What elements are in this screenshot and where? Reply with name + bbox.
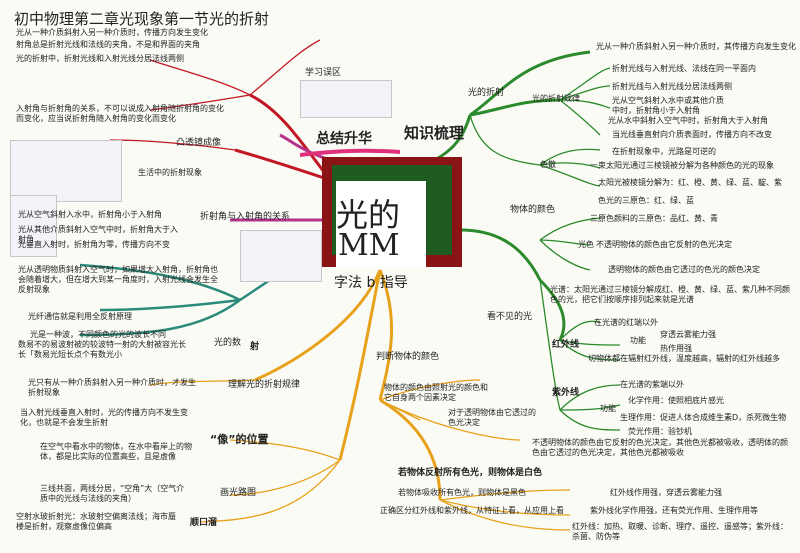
infrared-func-3: 切物体都在辐射红外线，温度越高，辐射的红外线越多 [588, 354, 780, 363]
left-note-22: 顺口溜 [190, 518, 218, 528]
infrared-label: 红外线 [552, 340, 580, 350]
branch-convex[interactable]: 凸透镜成像 [176, 138, 222, 148]
color-rule: 光色 [578, 240, 594, 249]
left-note-3: 光的折射中，折射光线和入射光线分居法线两侧 [16, 54, 184, 63]
central-node-inner [332, 165, 452, 267]
left-note-4: 入射角与折射角的关系，不可以说成入射角随折射角的变化而变化，应当说折射角随入射角… [16, 104, 224, 123]
color-transparent: 透明物体的颜色由它透过的色光的颜色决定 [608, 265, 760, 274]
color-spectrum: 光谱：太阳光通过三棱镜分解成红、橙、黄、绿、蓝、紫几种不同颜色的光，把它们按顺序… [550, 285, 790, 304]
left-note-10: 光是一种波，不同颜色的光的波长不同 [30, 330, 166, 339]
link-top-left [249, 93, 332, 181]
central-subtitle: 字法 b 指导 [334, 275, 408, 291]
color-dispersion-2: 太阳光被棱镜分解为：红、橙、黄、绿、蓝、靛、紫 [598, 178, 782, 187]
infrared-func: 功能 [630, 336, 646, 345]
central-title: 光的 [336, 196, 401, 234]
refraction-rule-5: 当光线垂直射向介质表面时，传播方向不改变 [612, 130, 772, 139]
central-node-panel [336, 181, 426, 267]
branch-refraction[interactable]: 光的折射 [468, 88, 505, 98]
branch-life[interactable]: 生活中的折射现象 [138, 168, 202, 177]
refraction-reversible: 在折射现象中，光路是可逆的 [612, 147, 716, 156]
left-note-12: 光的数 [214, 338, 242, 348]
judge-correct: 正确区分红外线和紫外线，从特征上看，从应用上看 [380, 506, 564, 515]
left-note-9: 光纤通信就是利用全反射原理 [28, 312, 132, 321]
branch-judge[interactable]: 判断物体的颜色 [376, 352, 440, 362]
left-note-7: 光垂直入射时，折射角为零，传播方向不变 [18, 240, 170, 249]
left-note-23: 折射角与入射角的关系 [200, 212, 291, 222]
refraction-diagram [10, 195, 57, 257]
left-note-16: 当入射光线垂直入射时，光的传播方向不发生变化，也就是不会发生折射 [20, 408, 188, 427]
branch-study-misc[interactable]: 学习误区 [305, 68, 342, 78]
left-note-21: 空射水玻折射光：水玻射空偏离法线；海市蜃楼是折射，观察虚像位偏高 [16, 512, 176, 531]
refraction-rule-4: 光从水中斜射入空气中时，折射角大于入射角 [608, 116, 768, 125]
judge-black: 若物体吸收所有色光，则物体是黑色 [398, 488, 526, 497]
infrared-outside: 在光谱的红端以外 [594, 318, 658, 327]
refraction-rule-2: 折射光线与入射光线分居法线两侧 [612, 82, 732, 91]
color-dispersion-1: 一束太阳光通过三棱镜被分解为各种颜色的光的现象 [590, 161, 774, 170]
misc-diagram [300, 80, 392, 118]
color-opaque: 不透明物体的颜色由它反射的色光决定 [596, 240, 732, 249]
uv-func-2: 生理作用：促进人体合成维生素D，杀死微生物 [620, 413, 787, 422]
branch-invisible[interactable]: 看不见的光 [487, 312, 533, 322]
lens-diagram [240, 230, 322, 282]
left-note-15: 光只有从一种介质斜射入另一种介质时，才发生折射现象 [28, 378, 196, 397]
refraction-definition: 光从一种介质斜射入另一种介质时，其传播方向发生变化 [596, 42, 796, 51]
left-note-19: 三线共面，两线分居，“空角”大（空气介质中的光线与法线的夹角） [40, 484, 185, 503]
left-note-14: 理解光的折射规律 [228, 380, 301, 390]
uv-outside: 在光谱的紫端以外 [620, 380, 684, 389]
uv-func-1: 化学作用：使照相底片感光 [628, 396, 724, 405]
color-dispersion: 色散 [540, 160, 556, 169]
left-note-11: 数易不的易波射被的较波特一射的大射被容光长长「数易光短长点个有数光小 [18, 340, 186, 359]
left-note-18: 在空气中看水中的物体，在水中看岸上的物体，都是比实际的位置高些，且是虚像 [40, 442, 192, 461]
judge-trans: 对于透明物体由它透过的色光决定 [448, 408, 536, 427]
left-note-2: 射角总是折射光线和法线的夹角，不是和界面的夹角 [16, 40, 200, 49]
color-primary-light: 色光的三原色：红、绿、蓝 [598, 196, 694, 205]
judge-ir-use: 红外线作用强，穿透云雾能力强 [610, 488, 722, 497]
left-note-5: 光从空气斜射入水中，折射角小于入射角 [18, 210, 162, 219]
page-title: 初中物理第二章光现象第一节光的折射 [14, 10, 270, 28]
left-note-1: 光从一种介质斜射入另一种介质时，传播方向发生变化 [16, 28, 208, 37]
refraction-rule-3b: 中时，折射角小于入射角 [612, 106, 700, 115]
branch-summary[interactable]: 总结升华 [316, 131, 372, 147]
judge-factors: 物体的颜色由照射光的颜色和它自身两个因素决定 [384, 383, 488, 402]
left-note-6: 光从其他介质斜射入空气中时，折射角大于入射角 [18, 225, 178, 244]
judge-opaque: 不透明物体的颜色由它反射的色光决定，其他色光都被吸收，透明体的颜色由它透过的色光… [532, 438, 788, 457]
judge-white: 若物体反射所有色光，则物体是白色 [398, 468, 543, 478]
ultraviolet-label: 紫外线 [552, 388, 580, 398]
branch-color[interactable]: 物体的颜色 [510, 205, 556, 215]
infrared-func-1: 穿透云雾能力强 [660, 330, 716, 339]
reference-table [10, 140, 122, 202]
branch-knowledge[interactable]: 知识梳理 [404, 124, 465, 142]
central-node[interactable] [322, 157, 462, 267]
uv-func: 功能 [600, 404, 616, 413]
color-pigment: 三原色颜料的三原色：品红、黄、青 [590, 214, 718, 223]
left-note-17: “像”的位置 [210, 433, 269, 446]
refraction-rule-title: 光的折射规律 [532, 94, 580, 103]
central-mm: MM [338, 228, 400, 263]
refraction-rule-3a: 光从空气斜射入水中或其他介质 [612, 96, 724, 105]
link-left-lower [254, 269, 382, 382]
refraction-rule-1: 折射光线与入射光线、法线在同一平面内 [612, 64, 756, 73]
left-note-8: 光从透明物质斜射入空气时，如果增大入射角，折射角也会随着增大，但在增大到某一角度… [18, 265, 218, 294]
infrared-func-2: 热作用强 [660, 344, 692, 353]
left-note-20: 画光路图 [220, 488, 257, 498]
judge-uv-use: 紫外线化学作用强，还有荧光作用、生理作用等 [590, 506, 758, 515]
left-note-13: 射 [250, 342, 260, 352]
uv-func-3: 荧光作用：验钞机 [628, 427, 692, 436]
judge-ir-app: 红外线：加热、取暖、诊断、理疗、遥控、遥感等；紫外线：杀菌、防伪等 [572, 522, 788, 541]
